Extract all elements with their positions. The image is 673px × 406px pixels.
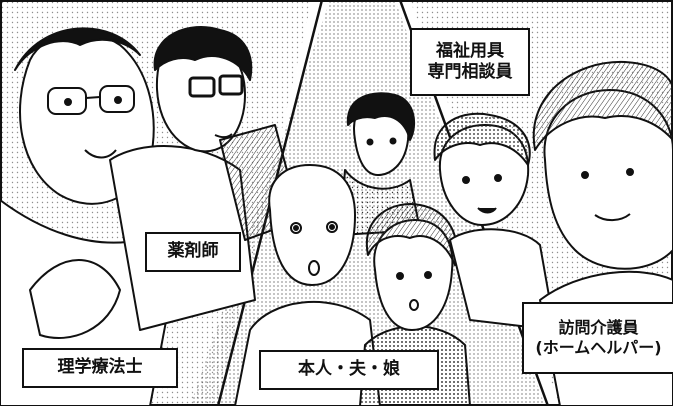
caption-pharmacist-text: 薬剤師 [167, 241, 219, 262]
caption-family: 本人・夫・娘 [259, 350, 439, 390]
caption-home-helper-line1: 訪問介護員 [558, 318, 639, 337]
caption-equipment-consultant: 福祉用具 専門相談員 [410, 28, 530, 96]
caption-equipment-consultant-line2: 専門相談員 [427, 62, 513, 82]
caption-equipment-consultant-line1: 福祉用具 [436, 40, 504, 61]
caption-family-text: 本人・夫・娘 [298, 359, 400, 380]
caption-home-helper: 訪問介護員 (ホームヘルパー) [522, 302, 673, 374]
caption-pharmacist: 薬剤師 [145, 232, 241, 272]
caption-home-helper-line2: (ホームヘルパー) [535, 338, 662, 357]
caption-physical-therapist-text: 理学療法士 [57, 357, 143, 378]
caption-physical-therapist: 理学療法士 [22, 348, 178, 388]
